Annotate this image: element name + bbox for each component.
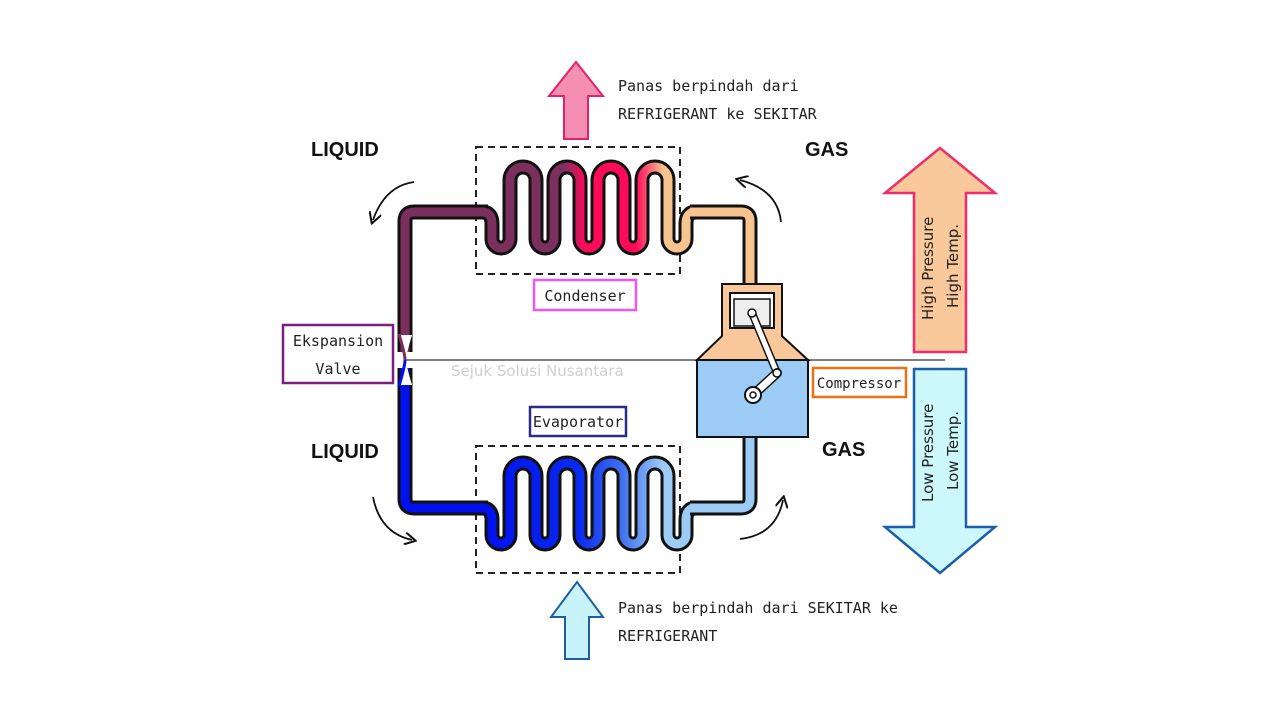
evaporator-coil	[481, 455, 697, 552]
compressor	[694, 283, 811, 438]
heat-in-note-line2: REFRIGERANT	[618, 627, 717, 645]
watermark: Sejuk Solusi Nusantara	[451, 362, 624, 380]
heat-in-arrow	[549, 580, 605, 660]
expansion-valve	[397, 333, 412, 387]
suction-line	[690, 436, 758, 516]
low-temp-label: Low Temp.	[944, 411, 962, 490]
expansion-valve-label-line1: Ekspansion	[293, 332, 383, 350]
discharge-line	[690, 204, 758, 286]
evaporator-label-text: Evaporator	[533, 413, 623, 431]
flow-arrow-bottom-left	[372, 496, 412, 540]
heat-out-arrow	[546, 60, 606, 140]
evaporator-region	[475, 445, 681, 574]
heat-out-note-line1: Panas berpindah dari	[618, 77, 799, 95]
condenser-label-text: Condenser	[544, 287, 625, 305]
flow-arrow-top-left	[373, 181, 415, 220]
expansion-valve-label-line2: Valve	[315, 360, 360, 378]
flow-arrow-top-right	[740, 180, 782, 223]
condenser-coil	[481, 159, 697, 256]
state-label-liquid-bottom: LIQUID	[311, 441, 379, 463]
high-pressure-label: High Pressure	[919, 217, 937, 320]
heat-in-note-line1: Panas berpindah dari SEKITAR ke	[618, 599, 898, 617]
state-label-gas-top: GAS	[805, 139, 848, 161]
heat-out-note-line2: REFRIGERANT ke SEKITAR	[618, 105, 818, 123]
high-temp-label: High Temp.	[944, 224, 962, 308]
high-pressure-arrow: High Pressure High Temp.	[881, 146, 999, 354]
condenser-label: Condenser	[532, 278, 638, 312]
state-label-gas-bottom: GAS	[822, 439, 865, 461]
liquid-line-high	[397, 204, 488, 352]
state-label-liquid-top: LIQUID	[311, 139, 379, 161]
compressor-label-text: Compressor	[817, 376, 901, 392]
evaporator-label: Evaporator	[528, 405, 628, 438]
expansion-valve-label: Ekspansion Valve	[281, 323, 395, 385]
low-pressure-arrow: Low Pressure Low Temp.	[881, 367, 999, 575]
low-pressure-label: Low Pressure	[919, 404, 937, 502]
condenser-region	[475, 146, 681, 275]
compressor-label: Compressor	[811, 366, 908, 399]
liquid-line-low	[397, 368, 488, 516]
flow-arrow-bottom-right	[739, 500, 783, 540]
